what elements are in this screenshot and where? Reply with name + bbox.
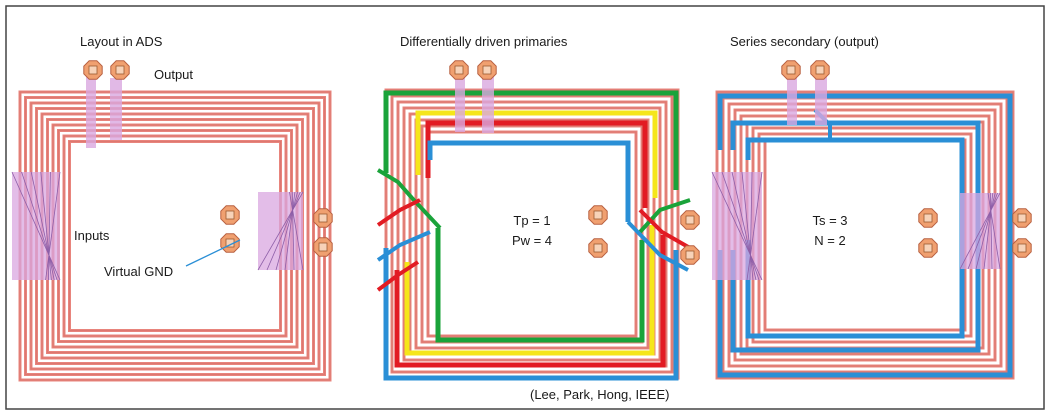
output-lead bbox=[86, 70, 96, 148]
bridge-hatch bbox=[990, 192, 993, 270]
bridge-hatch bbox=[959, 192, 1001, 270]
primary-red-cross-low bbox=[376, 260, 420, 292]
coil-turn-edge bbox=[415, 119, 649, 349]
primary-paths bbox=[376, 90, 691, 381]
virtual-gnd-leader-line bbox=[185, 239, 241, 267]
via-square bbox=[225, 210, 235, 220]
crossover-bridges-ads bbox=[11, 70, 304, 281]
via-square bbox=[88, 65, 98, 75]
bridge-hatch bbox=[967, 192, 998, 270]
via-square bbox=[1017, 243, 1027, 253]
output-lead bbox=[815, 75, 827, 125]
output-lead bbox=[787, 70, 797, 125]
primary-yellow-top bbox=[415, 110, 658, 198]
pads-secondary bbox=[781, 60, 1032, 258]
via-square bbox=[318, 242, 328, 252]
coil-center bbox=[770, 148, 955, 326]
coil-turn-edge bbox=[403, 107, 661, 361]
panel-title-ads: Layout in ADS bbox=[80, 34, 163, 49]
primary-green-top bbox=[383, 90, 679, 190]
via-square bbox=[482, 65, 492, 75]
bridge-hatch bbox=[291, 191, 295, 271]
primary-blue-cross bbox=[376, 230, 431, 262]
primary-green-inner bbox=[435, 228, 645, 343]
bridge-hatch bbox=[45, 171, 61, 281]
bridge-hatch bbox=[731, 171, 757, 281]
bridge-hatch bbox=[975, 192, 996, 270]
label-ts: Ts = 3 bbox=[812, 213, 847, 228]
bridge-hatch bbox=[983, 192, 994, 270]
via-square bbox=[593, 243, 603, 253]
via-square bbox=[685, 215, 695, 225]
panel-secondary: Series secondary (output) Ts = 3 N = 2 bbox=[711, 34, 1032, 380]
crossover-bridges-secondary bbox=[711, 70, 1001, 281]
via-square bbox=[923, 213, 933, 223]
via-square bbox=[115, 65, 125, 75]
label-output: Output bbox=[154, 67, 193, 82]
primary-blue-cross-right bbox=[626, 220, 689, 272]
bridge-hatch bbox=[711, 171, 763, 281]
via-square bbox=[815, 65, 825, 75]
panel-primaries: Differentially driven primaries Tp = 1 P… bbox=[376, 34, 700, 402]
via-square bbox=[593, 210, 603, 220]
bridge-hatch bbox=[289, 191, 304, 271]
label-tp: Tp = 1 bbox=[513, 213, 550, 228]
bridge-hatch bbox=[11, 171, 61, 281]
panel-title-primaries: Differentially driven primaries bbox=[400, 34, 568, 49]
via-square bbox=[923, 243, 933, 253]
input-lead bbox=[482, 75, 494, 133]
primary-red-cross bbox=[376, 198, 421, 227]
label-n: N = 2 bbox=[814, 233, 845, 248]
via-square bbox=[1017, 213, 1027, 223]
coil-center bbox=[72, 148, 254, 323]
bridge-hatch bbox=[987, 192, 1001, 270]
bridge-hatch bbox=[749, 171, 753, 281]
coil-center bbox=[430, 148, 630, 326]
via-square bbox=[685, 250, 695, 260]
bridge-hatch bbox=[741, 171, 754, 281]
bridge-hatch bbox=[30, 171, 55, 281]
bridge-hatch bbox=[721, 171, 760, 281]
via-square bbox=[318, 213, 328, 223]
pads-primaries bbox=[449, 60, 700, 265]
bridge-hatch bbox=[40, 171, 52, 281]
bridge-hatch bbox=[746, 171, 763, 281]
primary-red-outer bbox=[394, 235, 666, 368]
panel-title-secondary: Series secondary (output) bbox=[730, 34, 879, 49]
primary-red-cross-right bbox=[638, 208, 691, 250]
label-inputs: Inputs bbox=[74, 228, 110, 243]
panel-layout-ads: Layout in ADS Output Inputs Virtual GND bbox=[11, 34, 333, 382]
via-square bbox=[786, 65, 796, 75]
bridge-hatch bbox=[257, 191, 304, 271]
secondary-outer bbox=[717, 93, 1013, 378]
crossover-bridges-primaries bbox=[455, 70, 494, 133]
primary-yellow-outer bbox=[404, 225, 655, 356]
bridge-hatch bbox=[275, 191, 298, 271]
label-virtual-gnd: Virtual GND bbox=[104, 264, 173, 279]
coil-turn-edge bbox=[391, 95, 673, 373]
bridge-hatch bbox=[21, 171, 58, 281]
citation: (Lee, Park, Hong, IEEE) bbox=[530, 387, 669, 402]
primary-blue-inner bbox=[427, 140, 631, 222]
input-lead bbox=[455, 70, 465, 132]
primary-blue-outer bbox=[383, 248, 679, 381]
output-lead bbox=[110, 78, 122, 140]
bridge-hatch bbox=[284, 191, 296, 271]
label-pw: Pw = 4 bbox=[512, 233, 552, 248]
primary-green-cross bbox=[376, 168, 442, 230]
via-square bbox=[454, 65, 464, 75]
bridge-hatch bbox=[48, 171, 51, 281]
primary-green-cross-right bbox=[638, 198, 691, 234]
bridge-hatch bbox=[266, 191, 301, 271]
